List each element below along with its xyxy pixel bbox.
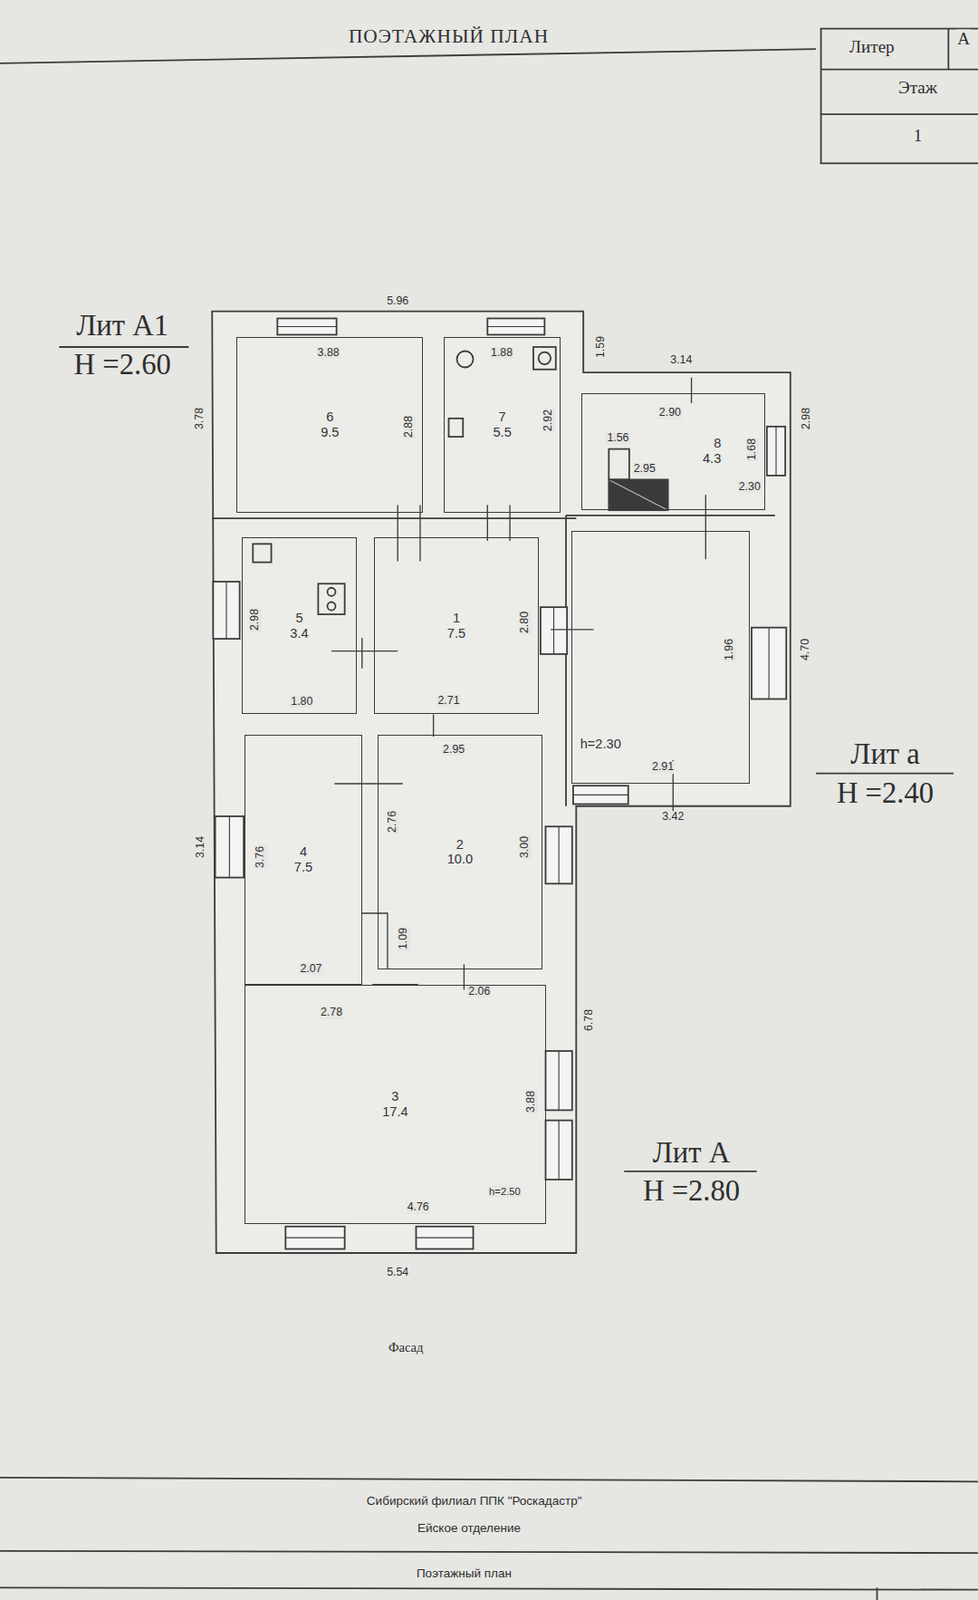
dimension: 2.98 [800,406,814,431]
room-area: 5.5 [492,424,511,441]
block-name: Лит А1 [75,309,170,343]
room-number: 6 [326,409,334,425]
height-note: h=2.50 [488,1185,522,1197]
room-area: h=2.30 [580,736,622,752]
dimension: 3.76 [254,844,268,869]
dimension: 6.78 [583,1007,596,1032]
dimension: 3.14 [194,834,208,859]
dimension: 3.42 [661,810,685,824]
height-note: Н =2.80 [642,1174,741,1208]
height-note: Н =2.40 [835,776,935,810]
dimension: 2.30 [738,480,762,494]
dimension: 3.00 [518,834,532,859]
dimension: 4.76 [406,1201,431,1215]
dimension: 2.92 [542,408,556,432]
dimension: 2.71 [436,694,461,708]
dimension: 1.88 [489,346,514,360]
room-area: 17.4 [382,1103,408,1120]
room-area: 10.0 [447,851,473,867]
stamp-text: Поэтажный план [415,1565,513,1580]
dimension: 2.90 [658,406,682,420]
stamp-text: Ейское отделение [416,1521,522,1535]
room-number: 7 [498,409,507,425]
dimension: 3.14 [669,354,693,367]
room: h=2.30 [571,530,750,784]
room-area: 4.3 [702,450,721,467]
dimension: 2.76 [386,809,400,834]
room-number: 2 [456,836,464,853]
room-area: 3.4 [289,625,308,642]
dimension: 2.06 [467,985,491,998]
dimension: 1.56 [605,431,630,445]
block-name: Лит А [652,1136,732,1170]
table-cell: 1 [912,125,924,145]
room-number: 8 [713,435,721,451]
stamp-text: Сибирский филиал ППК "Роскадастр" [365,1493,584,1507]
room: 69.5 [236,336,423,514]
dimension: 2.78 [319,1006,344,1019]
dimension: 3.88 [525,1089,538,1113]
dimension: 5.54 [385,1266,410,1280]
plan-title: ПОЭТАЖНЫЙ ПЛАН [348,25,549,48]
dimension: 2.88 [402,414,416,439]
room: 17.5 [373,536,538,714]
dimension: 1.80 [289,695,314,709]
dimension: 2.95 [632,462,657,476]
facade-note: Фасад [387,1339,425,1354]
room-number: 4 [299,843,307,860]
dimension: 1.59 [595,335,609,359]
table-cell: А [956,28,971,48]
dimension: 4.70 [799,637,813,662]
block-name: Лит а [849,738,921,771]
dimension: 3.78 [193,406,207,431]
dimension: 1.68 [746,436,759,461]
room-number: 1 [452,610,461,626]
room-area: 7.5 [294,859,313,875]
room-number: 3 [391,1088,399,1104]
dimension: 3.88 [316,346,341,360]
dimension: 5.96 [385,296,410,309]
table-cell: Литер [848,37,896,57]
room-number: 5 [295,610,303,626]
dimension: 1.09 [397,926,411,950]
dimension: 2.80 [518,610,532,634]
room-area: 9.5 [320,424,339,441]
dimension: 2.95 [441,743,466,757]
dimension: 2.07 [298,962,323,976]
dimension: 1.96 [724,637,738,662]
table-cell: Этаж [897,77,939,97]
dimension: 2.91 [651,760,675,774]
height-note: Н =2.60 [73,348,173,382]
room-area: 7.5 [447,625,466,642]
dimension: 2.98 [249,607,262,632]
